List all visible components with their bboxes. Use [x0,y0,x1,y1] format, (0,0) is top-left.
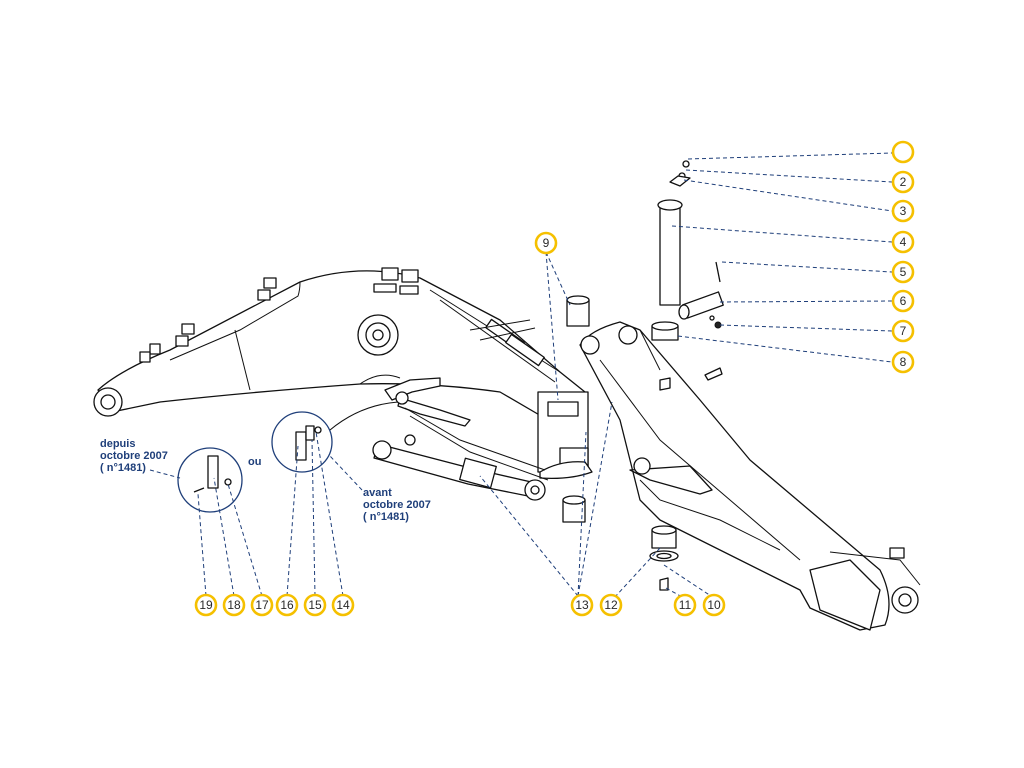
callout-19-number: 19 [199,598,213,612]
leader-lines [149,152,893,599]
callout-12: 12 [599,593,623,617]
callout-9: 9 [534,231,558,255]
note-since-line1: depuis [100,438,135,450]
callout-3: 3 [891,199,915,223]
callout-2-number: 2 [900,175,907,189]
callout-15: 15 [303,593,327,617]
callout-6-number: 6 [900,294,907,308]
bolt-11 [659,577,669,591]
callout-15-number: 15 [308,598,322,612]
note-before-line3: ( n°1481) [363,511,409,523]
detail-after-2007 [177,447,243,513]
callout-5: 5 [891,260,915,284]
secondary-arm [579,321,921,631]
detail-circle [177,447,243,513]
callout-17: 17 [250,593,274,617]
callout-17-number: 17 [255,598,269,612]
note-before-line1: avant [363,487,392,499]
notes: depuis octobre 2007 ( n°1481) ou avant o… [100,438,431,523]
detail-circle [271,411,333,473]
callout-11: 11 [673,593,697,617]
callout-19: 19 [194,593,218,617]
callout-12-number: 12 [604,598,618,612]
pin-large [657,199,683,306]
callout-13-number: 13 [575,598,589,612]
callout-4-number: 4 [900,235,907,249]
bushing-12 [651,525,677,549]
washer-10 [649,550,679,562]
pin-small-5 [715,261,721,283]
callout-14-number: 14 [336,598,350,612]
callout-6: 6 [891,289,915,313]
callout-8: 8 [891,350,915,374]
callout-14: 14 [331,593,355,617]
callout-5-number: 5 [900,265,907,279]
callout-7-number: 7 [900,324,907,338]
callout-7: 7 [891,319,915,343]
detail-before-2007 [271,401,399,473]
callout-13: 13 [570,593,594,617]
callout-3-number: 3 [900,204,907,218]
bushing-bottom [562,495,586,523]
callout-2: 2 [891,170,915,194]
bushing-8 [651,321,679,341]
note-or: ou [248,456,261,468]
main-boom [93,267,593,480]
boom-cylinder [372,434,546,501]
callout-16-number: 16 [280,598,294,612]
callout-10: 10 [702,593,726,617]
callout-9-number: 9 [543,236,550,250]
note-before-line2: octobre 2007 [363,499,431,511]
callout-10-number: 10 [707,598,721,612]
callout-18: 18 [222,593,246,617]
note-since-line3: ( n°1481) [100,462,146,474]
callout-18-number: 18 [227,598,241,612]
bushing-top [566,295,590,327]
linkage [384,377,549,481]
callout-16: 16 [275,593,299,617]
note-since-line2: octobre 2007 [100,450,168,462]
small-hardware [669,160,722,329]
callout-8-number: 8 [900,355,907,369]
callout-11-number: 11 [679,598,692,612]
callouts: 2 3 4 5 6 7 8 9 10 11 12 13 14 15 16 17 … [194,140,915,617]
callout-4: 4 [891,230,915,254]
pin-horizontal [678,291,724,320]
callout-1 [891,140,915,164]
